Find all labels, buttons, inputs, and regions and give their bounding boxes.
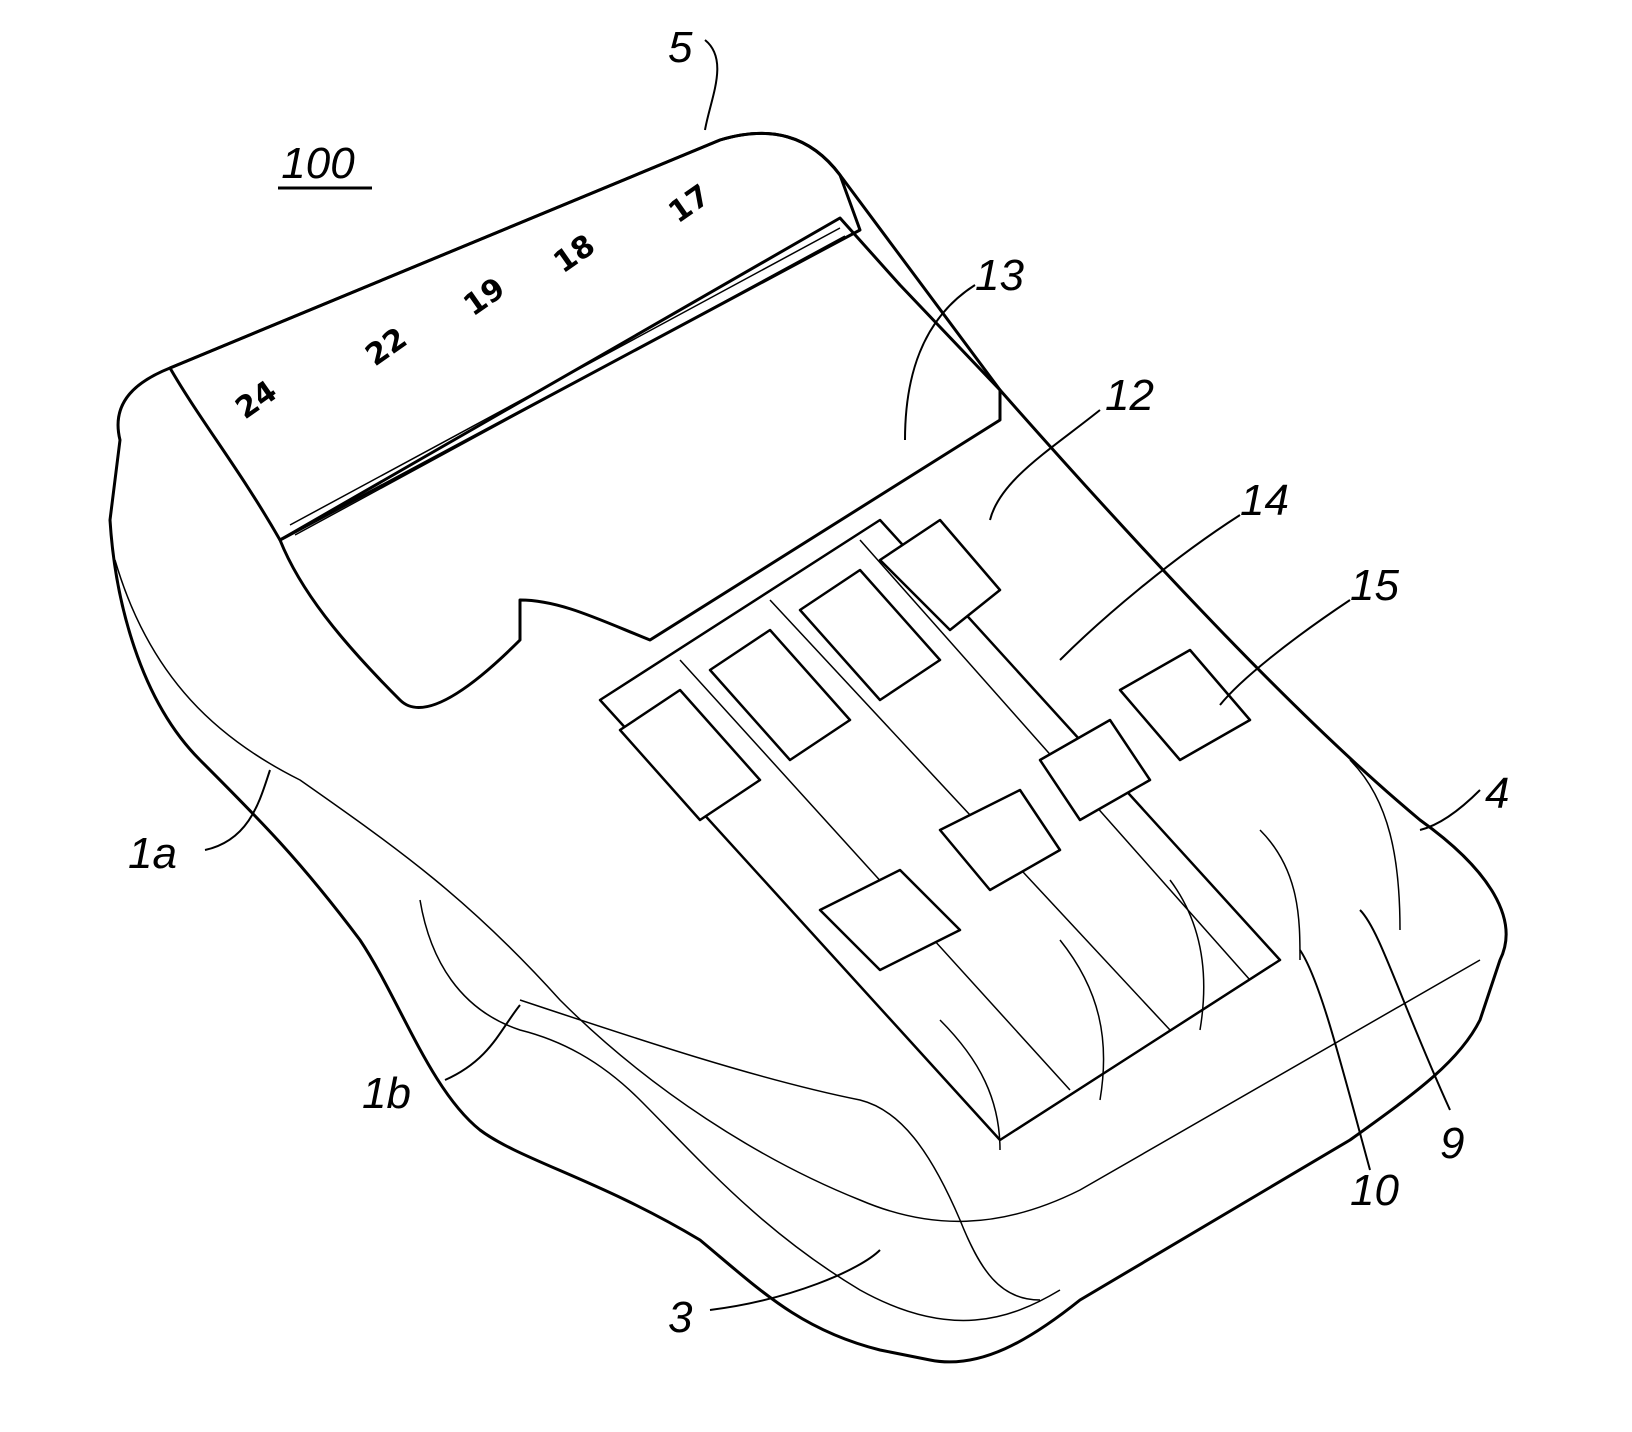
label-4: 4 [1485,769,1509,818]
contact-tab [938,788,1062,892]
contact-tab [818,868,962,972]
battery-bay-rib [878,518,1002,632]
leader-lines [204,39,1481,1311]
body-seam-line [114,559,1481,1223]
label-14: 14 [1240,476,1289,525]
label-12: 12 [1105,371,1154,420]
label-9: 9 [1440,1119,1464,1168]
label-10: 10 [1350,1166,1399,1215]
lower-housing-contour [419,899,1061,1322]
display-number: 18 [547,228,601,281]
label-15: 15 [1350,561,1399,610]
display-number: 19 [457,271,511,324]
display-number: 24 [229,374,283,427]
display-number: 22 [359,321,413,374]
battery-bay-rib [798,568,942,702]
label-3: 3 [668,1293,693,1342]
contact-tab [1038,718,1152,822]
label-1a: 1a [128,829,177,878]
battery-bays [598,518,1401,1151]
display-window [278,216,1002,709]
label-1b: 1b [362,1069,411,1118]
label-13: 13 [975,251,1024,300]
contact-tab [1118,648,1252,762]
front-end-contour [519,999,1041,1301]
charger-body-outline [108,132,1508,1364]
display-numbers: 24 22 19 18 17 [229,178,716,427]
display-number: 17 [662,178,716,231]
display-top-surface [168,132,862,542]
display-bezel-line [289,227,841,526]
display-bezel-line [294,235,846,536]
figure-reference-number: 100 [281,139,355,188]
battery-bay-rib [708,628,852,762]
label-5: 5 [668,23,693,72]
battery-bay-rib [618,688,762,822]
